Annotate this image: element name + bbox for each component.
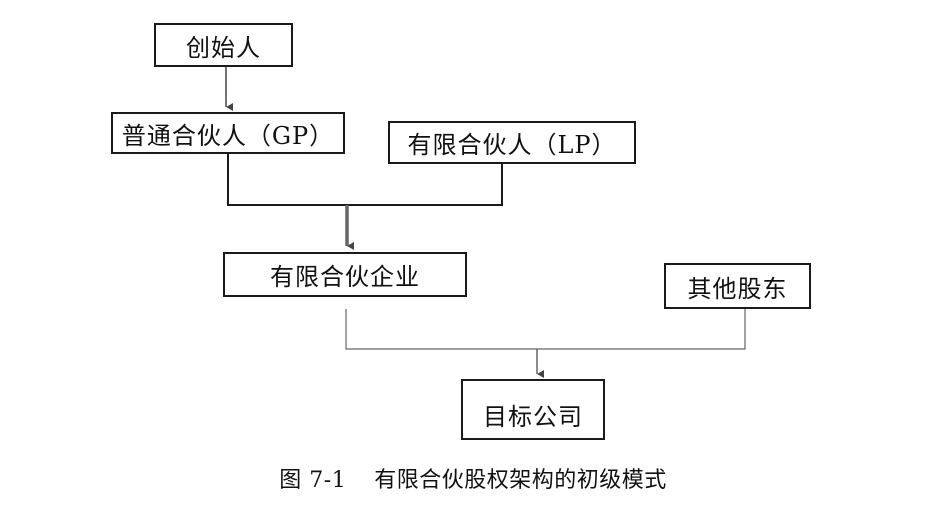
node-target-company-label: 目标公司 (483, 403, 583, 431)
node-limited-partner-label: 有限合伙人（LP） (407, 131, 617, 159)
node-limited-partnership: 有限合伙企业 (223, 252, 467, 297)
node-general-partner-label: 普通合伙人（GP） (121, 121, 335, 150)
node-limited-partnership-label: 有限合伙企业 (270, 263, 420, 291)
edge-gp-lp-merge (227, 154, 503, 206)
figure-number: 图 7-1 (279, 468, 347, 493)
node-general-partner: 普通合伙人（GP） (111, 112, 345, 154)
node-founder: 创始人 (154, 23, 293, 67)
node-founder-label: 创始人 (186, 33, 261, 62)
node-limited-partner: 有限合伙人（LP） (388, 121, 636, 164)
figure-title: 有限合伙股权架构的初级模式 (374, 468, 667, 493)
figure-caption: 图 7-1 有限合伙股权架构的初级模式 (0, 462, 946, 494)
edge-enterprise-others-merge (345, 309, 746, 350)
node-target-company: 目标公司 (461, 379, 605, 440)
node-other-shareholders: 其他股东 (664, 263, 811, 309)
node-other-shareholders-label: 其他股东 (687, 274, 788, 303)
